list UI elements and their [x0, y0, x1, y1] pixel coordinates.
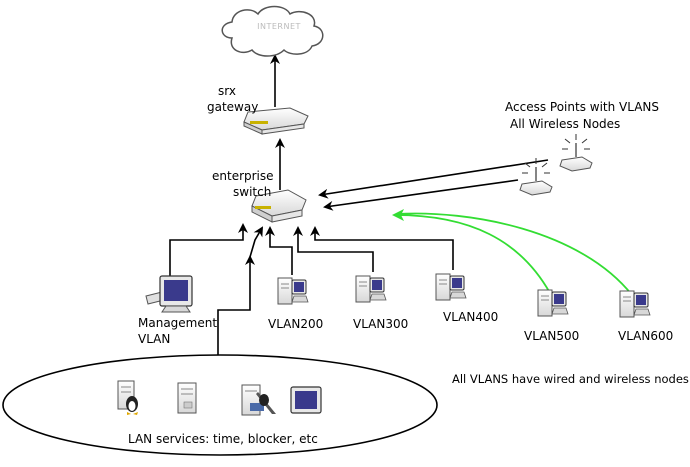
- link-vlan600-wireless: [396, 212, 633, 296]
- ap-label-1: Access Points with VLANS: [505, 100, 659, 114]
- server-workstation-icon: [435, 273, 467, 301]
- linux-server-icon: [117, 380, 138, 415]
- lan-services-label: LAN services: time, blocker, etc: [128, 432, 318, 446]
- link-ap2-switch: [323, 179, 519, 211]
- ap-label-2: All Wireless Nodes: [510, 117, 620, 131]
- gateway-label-2: gateway: [207, 100, 258, 114]
- link-management-switch: [169, 223, 248, 278]
- vlan-label-vlan500: VLAN500: [524, 329, 579, 343]
- internet-cloud: INTERNET: [221, 5, 324, 57]
- gateway-router: srx gateway: [207, 84, 309, 135]
- access-points: Access Points with VLANS All Wireless No…: [505, 100, 659, 196]
- link-lan-switch-2: [249, 226, 264, 258]
- link-ap1-switch: [318, 159, 549, 199]
- enterprise-switch: enterprise switch: [212, 169, 307, 223]
- gateway-label-1: srx: [218, 84, 236, 98]
- switch-label-2: switch: [233, 185, 271, 199]
- monitor-workstation-icon: [145, 275, 193, 313]
- vlan-node-vlan500: VLAN500: [524, 289, 579, 343]
- router-icon: [243, 107, 309, 135]
- link-vlan500-wireless: [392, 209, 551, 294]
- note-text: All VLANS have wired and wireless nodes.: [452, 372, 690, 386]
- switch-icon: [251, 189, 307, 223]
- server-workstation-icon: [277, 277, 309, 305]
- vlan-node-vlan200: VLAN200: [268, 277, 323, 331]
- vlan-label-vlan400: VLAN400: [443, 310, 498, 324]
- server-workstation-icon: [619, 290, 651, 318]
- link-vlan200-switch: [265, 226, 293, 275]
- wireless-links: [392, 209, 633, 296]
- management-label-1: Management: [138, 316, 217, 330]
- management-vlan: Management VLAN: [138, 275, 217, 346]
- monitor-icon: [290, 386, 322, 414]
- vlan-label-vlan300: VLAN300: [353, 317, 408, 331]
- server-workstation-icon: [355, 275, 387, 303]
- xserver-server-icon: [241, 384, 276, 416]
- vlan-node-vlan300: VLAN300: [353, 275, 408, 331]
- link-vlan400-switch: [310, 226, 454, 270]
- lan-services-boundary: [2, 354, 438, 456]
- management-label-2: VLAN: [138, 332, 170, 346]
- vlan-label-vlan600: VLAN600: [618, 329, 673, 343]
- server-workstation-icon: [537, 289, 569, 317]
- link-vlan300-switch: [293, 226, 374, 272]
- wireless-access-point-icon: [519, 158, 553, 196]
- vlan-node-vlan400: VLAN400: [435, 273, 498, 324]
- vlan-node-vlan600: VLAN600: [618, 290, 673, 343]
- lan-services: LAN services: time, blocker, etc: [2, 354, 438, 456]
- server-icon: [177, 382, 197, 414]
- wired-links: [169, 54, 549, 355]
- switch-label-1: enterprise: [212, 169, 274, 183]
- wireless-access-point-icon: [559, 134, 593, 172]
- cloud-icon: [221, 5, 324, 57]
- link-lan-switch: [217, 255, 255, 355]
- cloud-label: INTERNET: [257, 22, 301, 31]
- vlan-label-vlan200: VLAN200: [268, 317, 323, 331]
